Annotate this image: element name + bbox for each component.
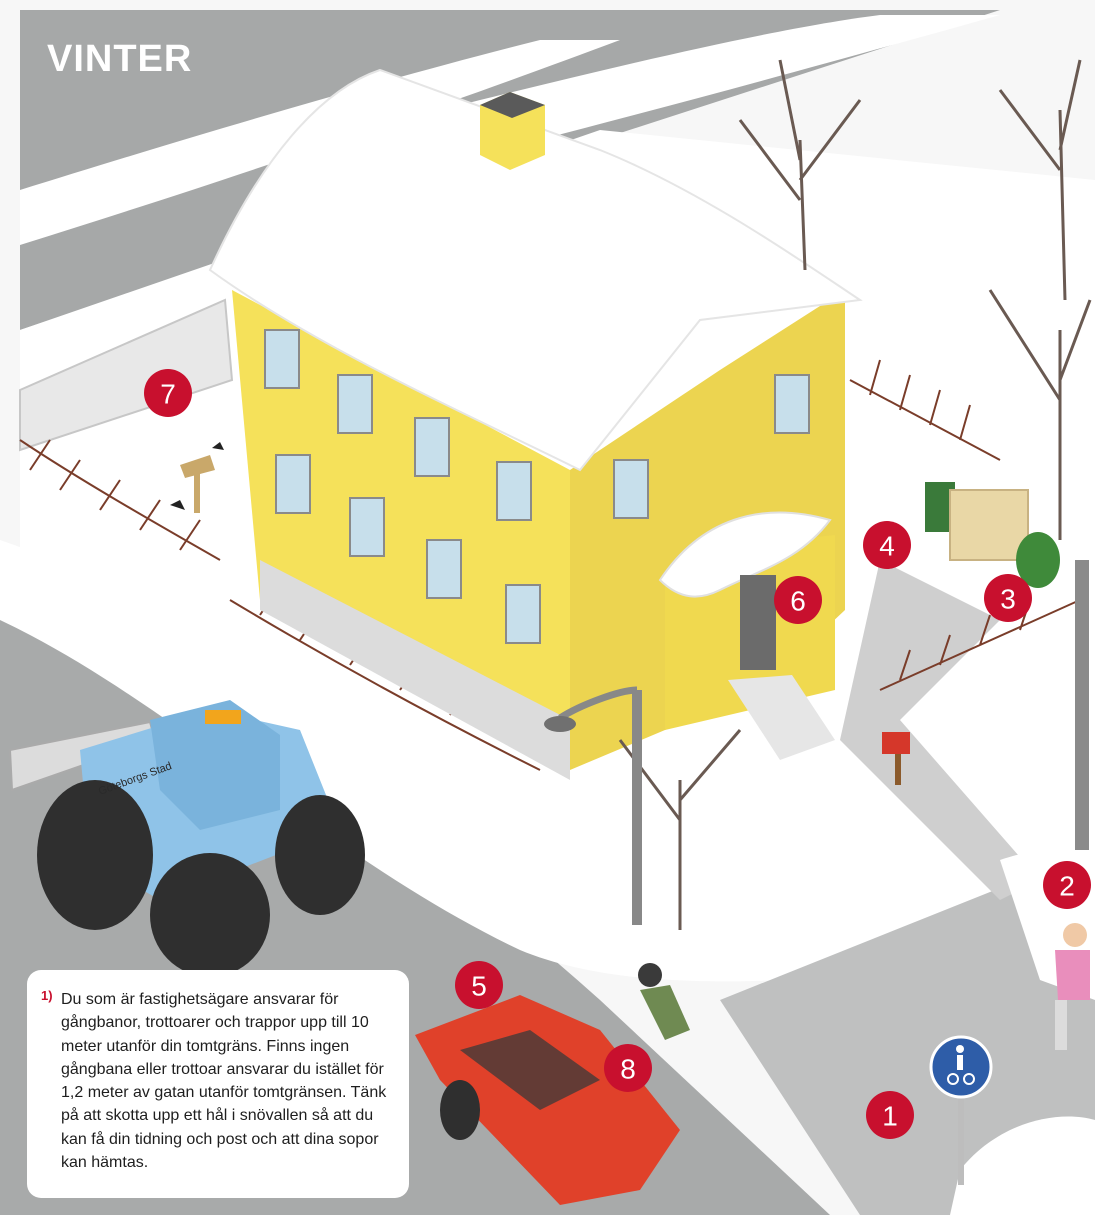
pedestrian-bicycle-sign-icon: [929, 1035, 993, 1185]
gravel-path: [840, 560, 1040, 900]
house: [208, 68, 863, 780]
marker-2: 2: [1043, 861, 1091, 909]
marker-5-label: 5: [471, 971, 487, 1002]
mailbox: [882, 732, 910, 785]
marker-3: 3: [984, 574, 1032, 622]
footnote-marker: 1): [41, 988, 53, 1003]
marker-3-label: 3: [1000, 584, 1016, 615]
upper-road: [20, 10, 1000, 330]
trees: [618, 59, 1092, 930]
upper-snowbank-2: [400, 15, 1000, 160]
marker-7-label: 7: [160, 379, 176, 410]
marker-4: 4: [863, 521, 911, 569]
marker-6: 6: [774, 576, 822, 624]
tractor: Göteborgs Stad: [8, 700, 365, 977]
marker-1: 1: [866, 1091, 914, 1139]
marker-8: 8: [604, 1044, 652, 1092]
marker-2-label: 2: [1059, 871, 1075, 902]
people: [638, 923, 1090, 1050]
marker-1-label: 1: [882, 1101, 898, 1132]
marker-6-label: 6: [790, 586, 806, 617]
hedge-right: [849, 359, 1081, 691]
bird-feeder: [170, 442, 224, 513]
fence: [19, 298, 234, 452]
footnote-text: Du som är fastighetsägare ansvarar för g…: [61, 991, 387, 1172]
page-title: VINTER: [47, 38, 193, 80]
footnote-box: 1) Du som är fastighetsägare ansvarar fö…: [27, 970, 409, 1198]
lamp-posts: [544, 560, 1089, 925]
marker-8-label: 8: [620, 1054, 636, 1085]
bottom-right-snow: [950, 1116, 1095, 1215]
waste-bins: [925, 482, 1060, 588]
marker-5: 5: [455, 961, 503, 1009]
marker-7: 7: [144, 369, 192, 417]
sidewalk: [720, 850, 1095, 1215]
car: [415, 995, 680, 1205]
marker-4-label: 4: [879, 531, 895, 562]
